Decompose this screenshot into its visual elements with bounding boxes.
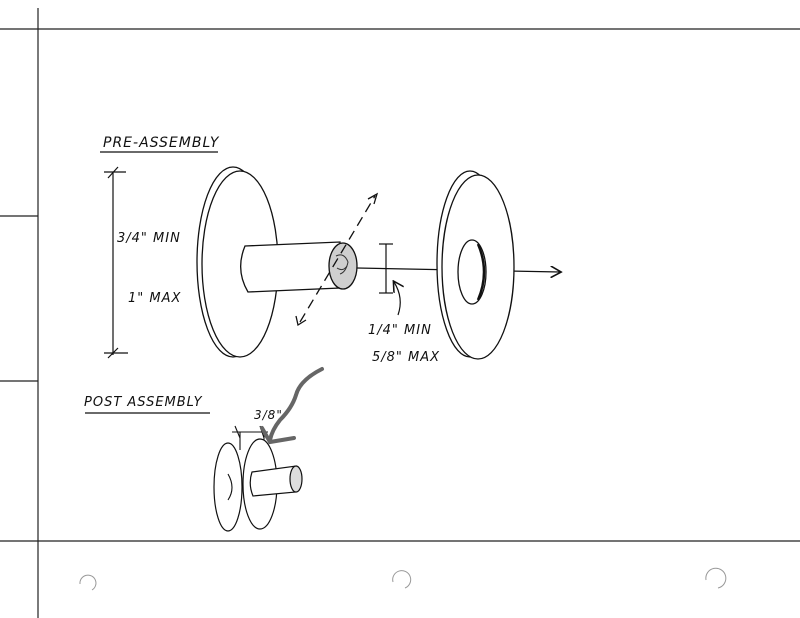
assembled-back-disc: [213, 442, 243, 532]
flange-label: 3/8": [254, 408, 283, 422]
shaft-body: [240, 241, 341, 293]
height-max-label: 1" MAX: [128, 291, 181, 306]
punch-hole-center: [392, 570, 412, 589]
punch-hole-left: [79, 574, 97, 591]
punch-hole-right: [705, 567, 727, 589]
left-disc-part: [196, 166, 358, 358]
assembled-shaft: [249, 465, 297, 497]
pre-assembly-title: PRE-ASSEMBLY: [103, 135, 220, 151]
post-assembly-title: POST ASSEMBLY: [84, 395, 203, 410]
gap-min-label: 1/4" MIN: [368, 323, 432, 338]
gap-dimension: [379, 243, 400, 316]
gap-max-label: 5/8" MAX: [372, 350, 440, 365]
shaft-diagonal-axis: [295, 192, 379, 327]
right-washer-hole: [457, 239, 487, 305]
indicator-arrow: [260, 367, 324, 445]
height-dimension: [104, 166, 128, 359]
punch-holes: [79, 567, 727, 591]
right-washer-part: [436, 170, 515, 360]
assembled-part: [213, 438, 303, 532]
assembled-shaft-end: [289, 465, 303, 493]
height-min-label: 3/4" MIN: [117, 231, 181, 246]
shaft-end: [328, 242, 358, 290]
sheet-frame: [0, 8, 800, 618]
